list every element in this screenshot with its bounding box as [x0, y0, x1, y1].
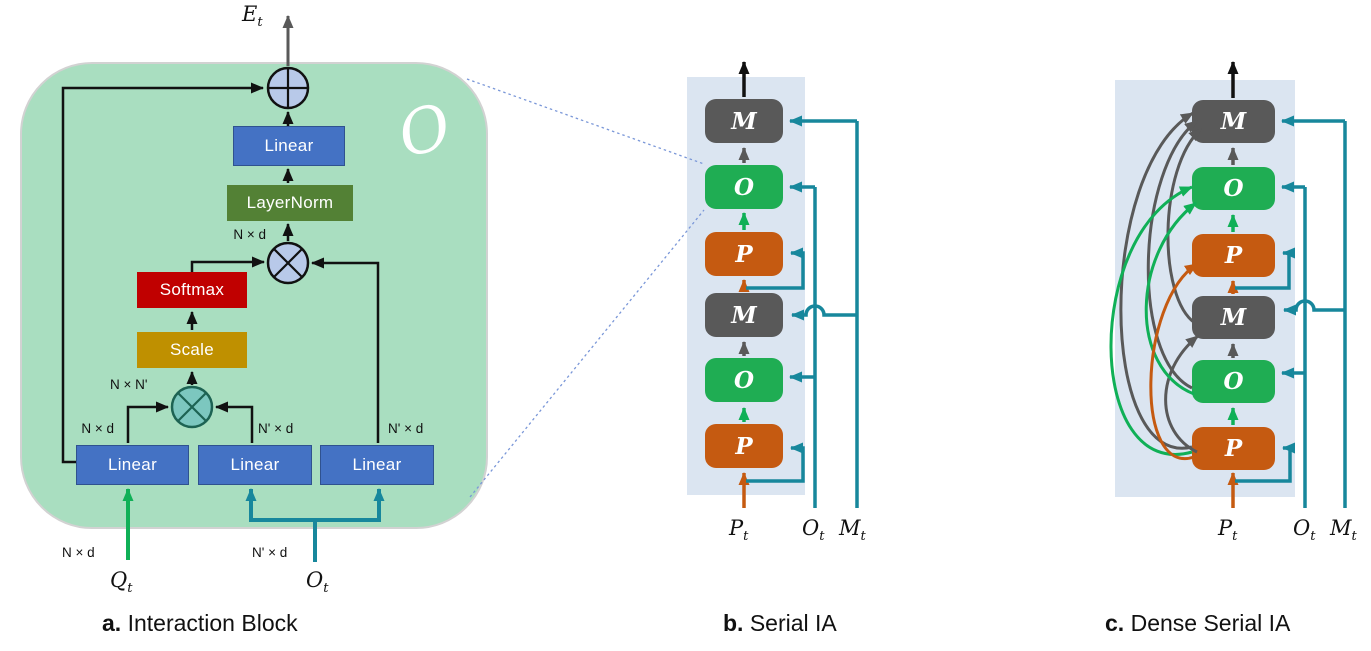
panel-b-teal-wiring [746, 115, 859, 508]
c-self-loop-p2 [1235, 247, 1295, 290]
dim-q-proj: N × d [81, 421, 114, 436]
b-mt-to-m1-hop [791, 304, 857, 321]
block-linear-out: Linear [233, 126, 345, 166]
output-label-et: Et [242, 2, 263, 31]
dense-p1-to-m1 [1164, 334, 1199, 454]
b-block-p-upper: P [705, 232, 783, 276]
residual-line [61, 82, 264, 464]
dim-o-input: N' × d [252, 545, 288, 560]
dim-v-proj: N' × d [388, 421, 424, 436]
b-block-m-lower: M [705, 293, 783, 337]
input-label-ot-a: Ot [306, 568, 329, 597]
dim-attn-out: N × d [233, 227, 266, 242]
block-linear-q: Linear [76, 445, 189, 485]
b-input-label-pt: Pt [729, 516, 749, 545]
block-layernorm: LayerNorm [227, 185, 353, 221]
b-block-o-upper: O [705, 165, 783, 209]
k-to-matmul [215, 401, 254, 443]
c-input-label-mt: Mt [1330, 516, 1357, 545]
caption-c: c. Dense Serial IA [1105, 610, 1291, 636]
panel-c-teal-wiring [1235, 115, 1347, 508]
dense-o1-to-m2 [1146, 119, 1198, 390]
b-input-label-ot: Ot [802, 516, 825, 545]
b-self-loop-p1 [746, 442, 805, 483]
c-input-label-ot: Ot [1293, 516, 1316, 545]
q-to-matmul [126, 401, 169, 443]
b-self-loop-p2 [746, 247, 805, 290]
dense-o1-to-o2 [1144, 201, 1197, 396]
block-linear-k: Linear [198, 445, 312, 485]
softmax-to-mult [190, 256, 265, 272]
dense-p1-to-o2 [1109, 185, 1193, 456]
c-mt-to-m1-hop [1283, 299, 1345, 316]
block-scale: Scale [137, 332, 247, 368]
c-input-label-pt: Pt [1218, 516, 1238, 545]
panel-a-wiring [61, 82, 380, 464]
c-self-loop-p1 [1235, 442, 1295, 483]
multiply-circle-top [266, 241, 310, 285]
b-input-label-mt: Mt [839, 516, 866, 545]
block-softmax: Softmax [137, 272, 247, 308]
c-block-m-lower: M [1192, 296, 1275, 339]
dim-scores: N × N' [110, 377, 148, 392]
o-input-arrows [245, 488, 385, 562]
b-block-o-lower: O [705, 358, 783, 402]
dense-p1-to-m2 [1119, 111, 1194, 450]
c-block-p-upper: P [1192, 234, 1275, 277]
dim-q-input: N × d [62, 545, 95, 560]
c-block-o-upper: O [1192, 167, 1275, 210]
panel-c-dense-curves [1109, 111, 1203, 461]
zoom-link-lines [466, 78, 705, 498]
add-circle [266, 66, 310, 110]
b-block-p-lower: P [705, 424, 783, 468]
dense-p1-to-p2 [1149, 262, 1198, 461]
matmul-circle-bottom [170, 385, 214, 429]
dim-k-proj: N' × d [258, 421, 294, 436]
block-linear-v: Linear [320, 445, 434, 485]
c-block-p-lower: P [1192, 427, 1275, 470]
c-block-m-top: M [1192, 100, 1275, 143]
value-line-to-mult [311, 257, 380, 443]
c-block-o-lower: O [1192, 360, 1275, 403]
caption-a: a. Interaction Block [102, 610, 298, 636]
b-block-m-top: M [705, 99, 783, 143]
input-label-qt: Qt [110, 568, 133, 597]
caption-b: b. Serial IA [723, 610, 837, 636]
